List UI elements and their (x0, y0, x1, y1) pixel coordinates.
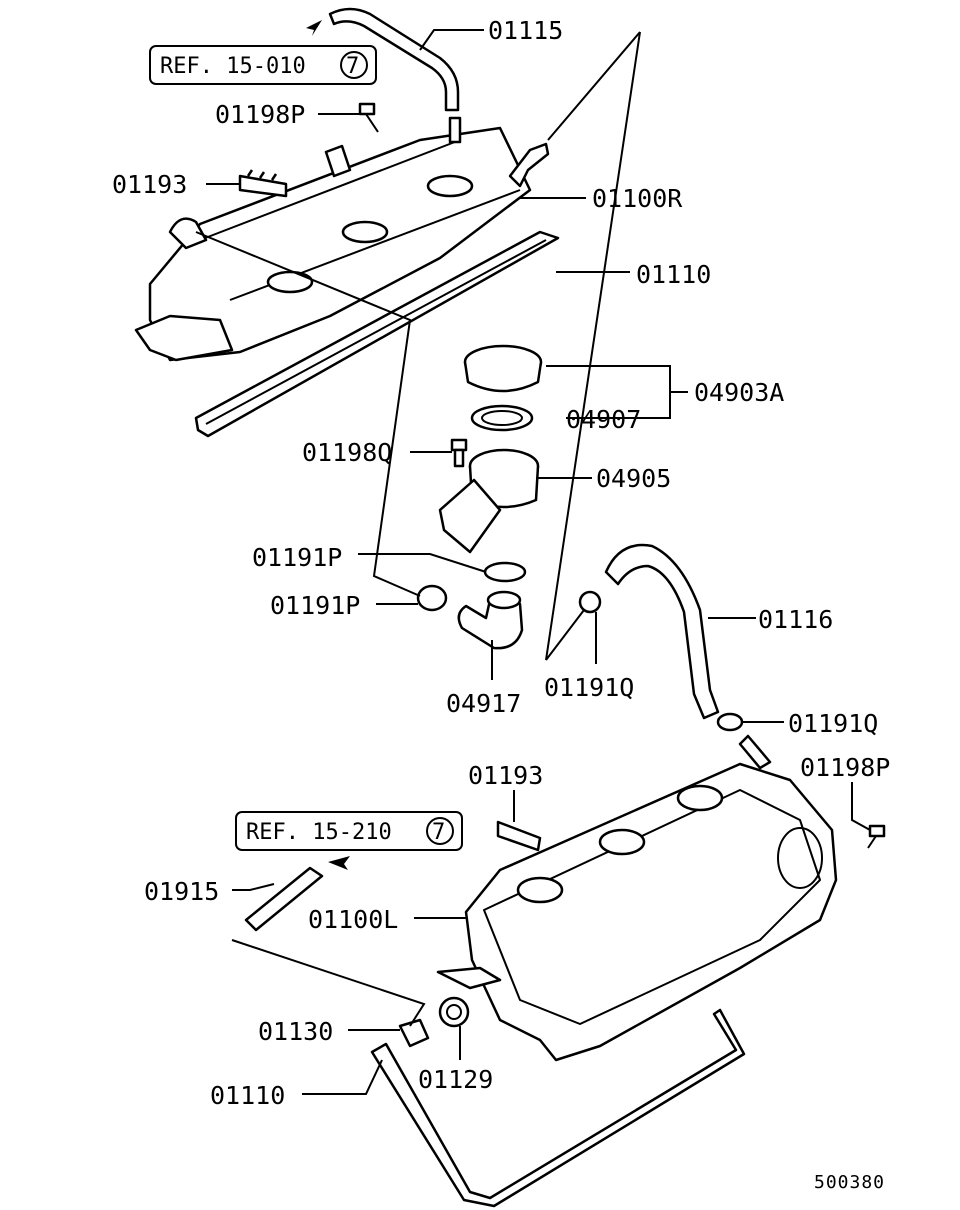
part-label-01115[interactable]: 01115 (488, 16, 563, 45)
diagram-code: 500380 (814, 1172, 885, 1193)
part-labels: 01115 01198P 01193 01100R 01110 04903A 0… (112, 16, 890, 1110)
part-label-01110-top[interactable]: 01110 (636, 260, 711, 289)
part-label-01193-bottom[interactable]: 01193 (468, 761, 543, 790)
part-label-01198P-top[interactable]: 01198P (215, 100, 305, 129)
clamp-01191P-a (483, 561, 527, 583)
part-label-04907[interactable]: 04907 (566, 405, 641, 434)
part-label-01198P-bottom[interactable]: 01198P (800, 753, 890, 782)
arrow-icon (328, 856, 350, 870)
part-label-01915[interactable]: 01915 (144, 877, 219, 906)
oil-filler-neck-04905 (438, 448, 540, 554)
part-label-01130[interactable]: 01130 (258, 1017, 333, 1046)
bolt-01198Q (450, 438, 468, 468)
clip-01193-top (238, 169, 288, 198)
grommet-01129 (438, 996, 470, 1028)
part-label-01191P-a[interactable]: 01191P (252, 543, 342, 572)
gasket-04907 (470, 404, 534, 432)
part-label-01110-bottom[interactable]: 01110 (210, 1081, 285, 1110)
part-label-01129[interactable]: 01129 (418, 1065, 493, 1094)
hose-01115 (328, 7, 460, 112)
oil-cap-04903A (463, 344, 543, 393)
ref-label: REF. 15-210 (246, 820, 392, 845)
gasket-01110-bottom (370, 1008, 746, 1208)
pcv-valve-01130 (398, 1018, 430, 1048)
hose-01915 (244, 866, 324, 932)
clamp-01191Q-b (716, 712, 744, 732)
ref-circle-number: 7 (346, 54, 359, 79)
ref-box-top[interactable]: REF. 15-010 7 (149, 45, 377, 85)
part-label-01191Q-b[interactable]: 01191Q (788, 709, 878, 738)
part-label-04905[interactable]: 04905 (596, 464, 671, 493)
valve-cover-right (134, 116, 550, 362)
part-label-01100L[interactable]: 01100L (308, 905, 398, 934)
part-label-01198Q[interactable]: 01198Q (302, 438, 392, 467)
part-label-01191P-b[interactable]: 01191P (270, 591, 360, 620)
clamp-01191Q-a (578, 590, 602, 614)
part-label-01100R[interactable]: 01100R (592, 184, 683, 213)
clip-01193-bottom (496, 820, 542, 852)
part-label-01193-top[interactable]: 01193 (112, 170, 187, 199)
part-label-01191Q-a[interactable]: 01191Q (544, 673, 634, 702)
arrow-icon (306, 20, 322, 36)
clamp-01191P-b (416, 584, 448, 612)
valve-cover-left (436, 734, 838, 1062)
leader-lines (195, 29, 871, 1095)
bolt-01198P-top (358, 102, 379, 133)
ref-circle-number: 7 (432, 820, 445, 845)
bolt-01198P-bottom (867, 824, 886, 849)
part-label-04917[interactable]: 04917 (446, 689, 521, 718)
ref-box-bottom[interactable]: REF. 15-210 7 (235, 811, 463, 851)
ref-label: REF. 15-010 (160, 54, 306, 79)
hose-01116 (604, 543, 720, 720)
part-label-04903A[interactable]: 04903A (694, 378, 784, 407)
part-label-01116[interactable]: 01116 (758, 605, 833, 634)
